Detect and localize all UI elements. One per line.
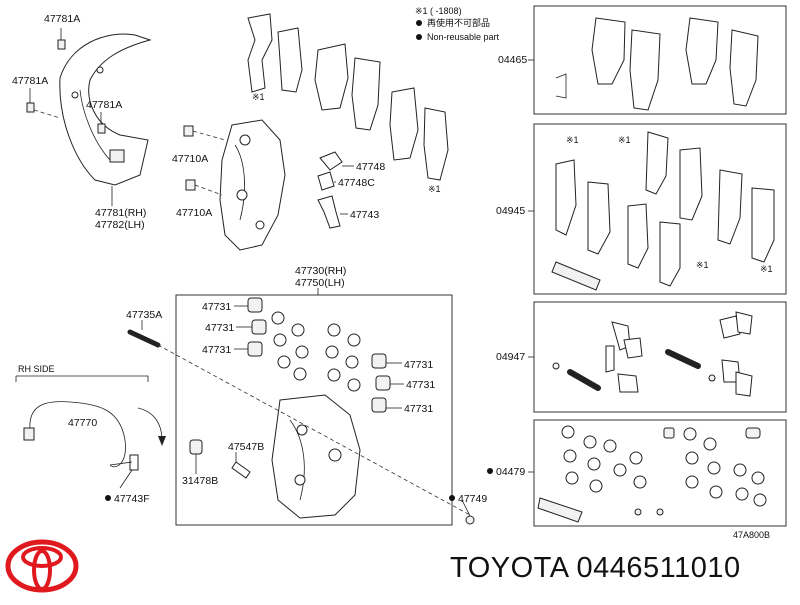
- label-47731-c: 47731: [202, 344, 231, 356]
- note-mark-1: ※1: [252, 92, 265, 102]
- bolt-47710A-2: [185, 179, 223, 196]
- note-mark-3: ※1: [566, 135, 579, 145]
- label-31478B: 31478B: [182, 475, 218, 487]
- shield-tab: [109, 149, 125, 163]
- label-47781A-left: 47781A: [12, 75, 48, 87]
- bullet-icon: [416, 20, 422, 26]
- bullet-icon: [487, 468, 493, 474]
- part-47749: [461, 499, 475, 525]
- label-47710A-1: 47710A: [172, 153, 208, 165]
- pistons-right: [371, 353, 404, 413]
- label-47782-lh: 47782(LH): [95, 219, 145, 231]
- note-mark-5: ※1: [696, 260, 709, 270]
- legend: ※1 ( -1808) 再使用不可部品 Non-reusable part: [415, 6, 500, 42]
- rh-side-bracket: [15, 375, 149, 382]
- label-47710A-2: 47710A: [176, 207, 212, 219]
- kit-box-04945: [533, 123, 787, 295]
- kit-04947-hardware: [552, 311, 753, 397]
- label-47731-e: 47731: [406, 379, 435, 391]
- label-47749: 47749: [458, 493, 487, 505]
- kit-04465-pads: [555, 17, 759, 111]
- legend-reusable-label: 再使用不可部品: [427, 17, 490, 28]
- label-47770: 47770: [68, 417, 97, 429]
- note-mark-2: ※1: [428, 184, 441, 194]
- label-47547B: 47547B: [228, 441, 264, 453]
- direction-arrow: [137, 407, 163, 441]
- kit-04945-shims: [551, 131, 775, 291]
- clip-47748: [319, 151, 354, 171]
- bolt-47781A-top: [57, 28, 66, 50]
- legend-nonreusable-label: Non-reusable part: [427, 32, 500, 42]
- legend-note-line: ※1 ( -1808): [415, 6, 462, 16]
- pin-47735A: [127, 320, 471, 516]
- cap-31478B: [189, 439, 203, 455]
- label-47731-b: 47731: [205, 322, 234, 334]
- label-47730-rh: 47730(RH): [295, 265, 346, 277]
- kit-04479-seals: [537, 425, 767, 523]
- label-47750-lh: 47750(LH): [295, 277, 345, 289]
- label-47743F: 47743F: [114, 493, 150, 505]
- brake-pads-top: [247, 13, 449, 181]
- label-47731-f: 47731: [404, 403, 433, 415]
- dust-shield: [59, 33, 152, 186]
- label-47731-d: 47731: [404, 359, 433, 371]
- caliper-body: [271, 394, 361, 519]
- pistons-left: [234, 297, 267, 357]
- bullet-icon: [105, 495, 111, 501]
- bleeder-47547B: [231, 452, 251, 479]
- kit-label-04947: 04947: [496, 351, 525, 363]
- bolt-47710A-1: [183, 125, 226, 141]
- label-47731-a: 47731: [202, 301, 231, 313]
- label-47748: 47748: [356, 161, 385, 173]
- arrow-head-icon: [158, 436, 166, 446]
- toyota-logo: [5, 539, 79, 593]
- figure-code: 47A800B: [733, 530, 770, 540]
- piston-seals: [271, 311, 361, 392]
- wear-sensor-47770: [23, 401, 139, 471]
- kit-box-04479: [533, 419, 787, 527]
- label-47743: 47743: [350, 209, 379, 221]
- kit-label-04945: 04945: [496, 205, 525, 217]
- bolt-47781A-left: [26, 102, 61, 119]
- caliper-mount: [219, 119, 286, 251]
- label-47748C: 47748C: [338, 177, 375, 189]
- bullet-icon: [449, 495, 455, 501]
- label-47781A-top: 47781A: [44, 13, 80, 25]
- note-mark-6: ※1: [760, 264, 773, 274]
- clip-47748C: [317, 171, 336, 191]
- grease-tube-icon: [551, 261, 601, 291]
- bullet-icon: [416, 34, 422, 40]
- label-47781A-mid: 47781A: [86, 99, 122, 111]
- note-mark-4: ※1: [618, 135, 631, 145]
- grease-tube-icon: [537, 497, 583, 523]
- bolt-47781A-mid: [97, 112, 106, 134]
- label-47781-rh: 47781(RH): [95, 207, 146, 219]
- brand-part-number: TOYOTA 0446511010: [450, 552, 741, 584]
- label-47735A: 47735A: [126, 309, 162, 321]
- label-rh-side: RH SIDE: [18, 364, 55, 374]
- kit-label-04479: 04479: [496, 466, 525, 478]
- clip-47743: [317, 195, 348, 229]
- kit-label-04465: 04465: [498, 54, 527, 66]
- caliper-assembly-box: [175, 294, 453, 526]
